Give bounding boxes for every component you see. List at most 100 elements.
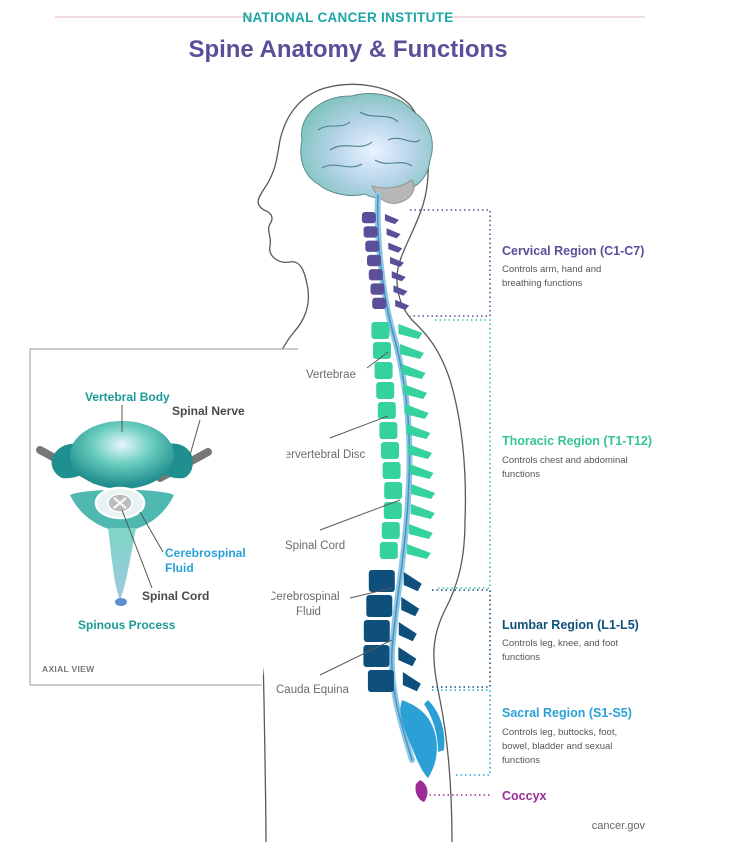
thoracic-vertebra-4 [376, 382, 395, 399]
thoracic-vertebra-10 [383, 502, 402, 519]
csf-label-line1: Cerebrospinal [268, 591, 340, 603]
thoracic-spinous-process-11 [408, 524, 433, 539]
thoracic-vertebra-1 [371, 322, 390, 339]
sacral-bracket [432, 689, 491, 776]
thoracic-vertebra-3 [374, 362, 393, 379]
spinal-cord-label: Spinal Cord [285, 540, 345, 552]
cervical-vertebra-1 [361, 212, 376, 224]
thoracic-spinous-process-10 [410, 504, 435, 519]
thoracic-spinous-process-9 [411, 484, 436, 499]
thoracic-spinous-process-8 [409, 464, 434, 479]
intervertebral-disc-leader [329, 415, 389, 439]
vertebral-body-label: Vertebral Body [85, 390, 170, 404]
spinous-process [108, 528, 136, 600]
cervical-title: Cervical Region (C1-C7) [502, 244, 644, 258]
thoracic-spinous-process-5 [404, 404, 429, 419]
coccyx-title: Coccyx [502, 789, 547, 803]
axial-view-label: AXIAL VIEW [42, 664, 95, 674]
thoracic-desc-1: Controls chest and abdominal [502, 455, 628, 466]
cervical-vertebra-7 [372, 297, 387, 309]
lumbar-vertebra-2 [366, 595, 393, 617]
cervical-vertebra-2 [363, 226, 378, 238]
cervical-bracket [410, 209, 491, 317]
lumbar-title: Lumbar Region (L1-L5) [502, 618, 639, 632]
region-brackets [410, 209, 491, 796]
lumbar-desc-1: Controls leg, knee, and foot [502, 638, 619, 649]
spinous-process-tip [115, 598, 127, 606]
csf-label-line2: Fluid [296, 606, 321, 618]
cervical-spinous-process-6 [393, 285, 408, 296]
axial-csf-label-line2: Fluid [165, 561, 194, 575]
vertebral-body [70, 421, 174, 489]
brain [300, 93, 433, 204]
cervical-vertebra-4 [367, 254, 381, 267]
cervical-vertebra-6 [370, 283, 385, 295]
lumbar-spinous-process-4 [398, 647, 417, 667]
thoracic-spinous-process-12 [406, 544, 431, 559]
spinous-process-label: Spinous Process [78, 618, 176, 632]
cervical-spinous-process-4 [390, 256, 405, 267]
spinal-nerve-label: Spinal Nerve [172, 404, 245, 418]
thoracic-vertebra-5 [377, 402, 396, 419]
thoracic-vertebra-9 [384, 482, 403, 499]
body-silhouette [257, 83, 467, 843]
cervical-spinous-process-2 [386, 228, 401, 239]
org-name: NATIONAL CANCER INSTITUTE [243, 10, 454, 25]
axial-spinal-cord-label: Spinal Cord [142, 589, 209, 603]
lumbar-vertebra-1 [368, 570, 395, 592]
axial-spinal-cord-leader [121, 509, 153, 589]
cervical-vertebra-5 [368, 269, 383, 281]
thoracic-desc-2: functions [502, 469, 540, 480]
csf-leader [349, 587, 393, 599]
thoracic-spinous-process-3 [401, 364, 426, 379]
axial-view-panel: Vertebral Body Spinal Nerve Cerebrospina… [29, 348, 298, 686]
lumbar-vertebra-5 [367, 670, 394, 692]
thoracic-vertebra-2 [373, 342, 391, 359]
intervertebral-disc-label: Intervertebral Disc [272, 449, 366, 461]
vertebral-column [361, 212, 445, 802]
thoracic-vertebra-11 [381, 522, 400, 539]
cervical-vertebra-3 [365, 240, 380, 252]
lumbar-spinous-process-5 [402, 672, 421, 692]
cerebellum [371, 179, 415, 204]
spinal-cord-leader [319, 499, 401, 531]
spinal-nerve-leader [189, 419, 201, 456]
cervical-desc-1: Controls arm, hand and [502, 264, 601, 275]
cervical-spinous-process-1 [384, 214, 399, 225]
sacral-desc-1: Controls leg, buttocks, foot, [502, 727, 617, 738]
thoracic-spinous-process-7 [407, 444, 432, 459]
thoracic-bracket [435, 319, 491, 589]
thoracic-vertebra-7 [381, 442, 399, 459]
thoracic-spinous-process-6 [406, 424, 431, 439]
lumbar-spinous-process-3 [398, 622, 417, 642]
sacral-desc-3: functions [502, 755, 540, 766]
lumbar-bracket [432, 589, 491, 688]
sacral-desc-2: bowel, bladder and sexual [502, 741, 612, 752]
spine-labels: Vertebrae Intervertebral Disc Spinal Cor… [268, 351, 401, 696]
cervical-spinous-process-3 [388, 242, 403, 253]
cauda-equina-label: Cauda Equina [276, 684, 349, 696]
brain-folds [317, 111, 421, 169]
vertebrae-leader [366, 351, 389, 369]
header: NATIONAL CANCER INSTITUTE Spine Anatomy … [55, 10, 645, 63]
cervical-spinous-process-7 [395, 299, 410, 310]
thoracic-vertebra-8 [382, 462, 401, 479]
lumbar-vertebra-4 [363, 645, 390, 667]
region-legend: Cervical Region (C1-C7) Controls arm, ha… [502, 244, 652, 803]
thoracic-vertebra-6 [379, 422, 398, 439]
page-title: Spine Anatomy & Functions [188, 36, 507, 63]
vertebrae-label: Vertebrae [306, 369, 356, 381]
lumbar-desc-2: functions [502, 652, 540, 663]
thoracic-spinous-process-2 [399, 344, 424, 359]
thoracic-spinous-process-1 [398, 324, 423, 339]
lumbar-spinous-process-2 [401, 597, 420, 617]
sacral-crest [424, 700, 445, 752]
sacral-title: Sacral Region (S1-S5) [502, 706, 632, 720]
lumbar-spinous-process-1 [403, 572, 422, 592]
cauda-equina-leader [319, 639, 393, 676]
cervical-desc-2: breathing functions [502, 278, 583, 289]
gray-matter [113, 497, 127, 509]
thoracic-vertebra-12 [379, 542, 398, 559]
lumbar-vertebra-3 [363, 620, 390, 642]
